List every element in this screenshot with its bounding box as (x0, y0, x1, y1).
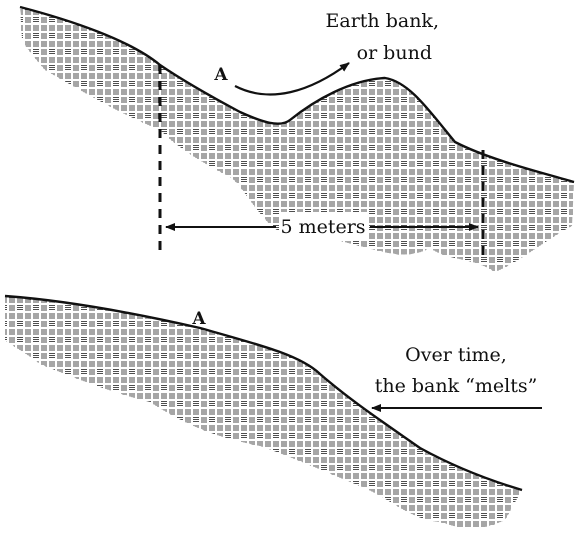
soil-move-arrow (234, 62, 350, 96)
top-panel: 5 meters A Earth bank, or bund (19, 5, 575, 272)
bottom-soil-mass (5, 296, 522, 529)
top-ground-surface (19, 5, 575, 184)
caption-line2: the bank “melts” (375, 375, 538, 397)
top-point-a-label: A (213, 65, 228, 85)
bottom-panel: A Over time, the bank “melts” (4, 294, 542, 529)
bank-label-line1: Earth bank, (326, 10, 439, 32)
caption-line1: Over time, (405, 344, 507, 366)
bottom-point-a-label: A (191, 309, 206, 329)
distance-label: 5 meters (280, 216, 365, 238)
bottom-ground-surface (4, 294, 523, 492)
bank-label-line2: or bund (357, 42, 432, 64)
